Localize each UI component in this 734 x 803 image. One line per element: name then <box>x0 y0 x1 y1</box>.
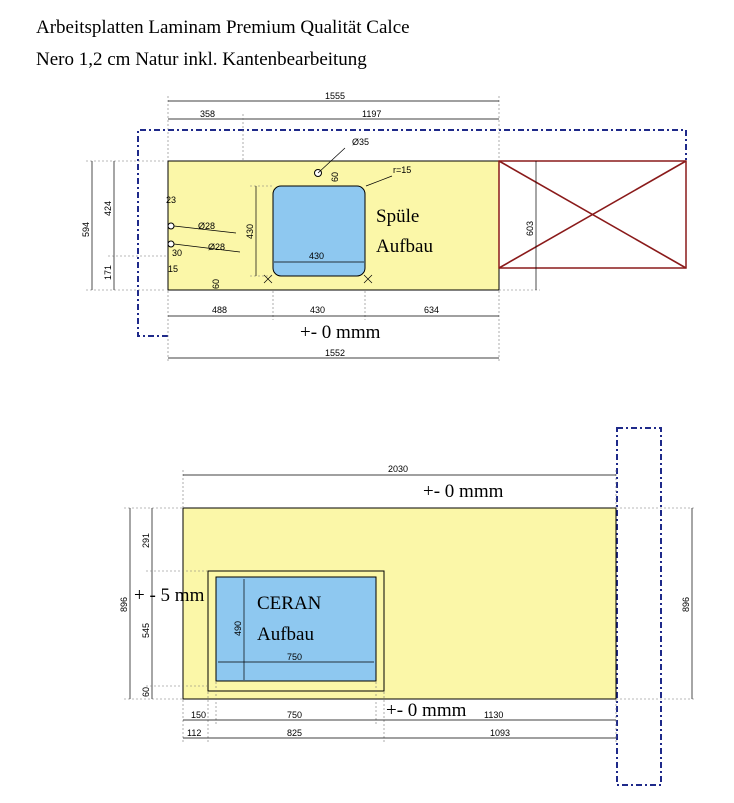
cooktop-frame <box>207 570 385 692</box>
top-tolerance: +- 0 mmm <box>300 322 381 343</box>
leader-dia35 <box>317 147 346 174</box>
bottom-tolerance-top: +- 0 mmm <box>423 481 504 502</box>
dim-b-1130: 1130 <box>484 710 503 720</box>
sink-label-2: Aufbau <box>376 236 433 257</box>
dim-radius: r=15 <box>393 165 411 175</box>
dim-b-825: 825 <box>287 728 302 738</box>
leader-dia28-a <box>173 225 237 234</box>
sink-cutout <box>272 185 366 277</box>
dim-358: 358 <box>200 109 215 119</box>
dim-30: 30 <box>172 248 182 258</box>
dim-sink-height: 430 <box>245 224 255 239</box>
dim-60-top: 60 <box>330 172 340 182</box>
dim-430: 430 <box>310 305 325 315</box>
dim-b-112: 112 <box>187 728 201 738</box>
dim-1555: 1555 <box>325 91 345 101</box>
bottom-tolerance-bottom: +- 0 mmm <box>386 700 467 721</box>
hole-a <box>167 222 175 230</box>
title-line-1: Arbeitsplatten Laminam Premium Qualität … <box>36 17 410 38</box>
dim-b-1093: 1093 <box>490 728 510 738</box>
dim-545: 545 <box>141 623 151 638</box>
top-plate-outline <box>137 129 687 337</box>
leader-dia28-b <box>173 243 241 253</box>
sink-label-1: Spüle <box>376 206 419 227</box>
dim-424: 424 <box>103 201 113 216</box>
bottom-plate-group: 2030 +- 0 mmm 896 291 545 60 + - 5 mm 49… <box>119 427 696 786</box>
dim-dia35: Ø35 <box>352 137 369 147</box>
dim-cook-width-inner: 750 <box>287 652 302 662</box>
dim-1197: 1197 <box>362 109 381 119</box>
dim-b-150: 150 <box>191 710 206 720</box>
cooktop-cutout <box>215 576 377 682</box>
dim-23: 23 <box>166 195 176 205</box>
dim-171: 171 <box>103 265 113 280</box>
dim-dia28-a: Ø28 <box>198 221 215 231</box>
dim-634: 634 <box>424 305 439 315</box>
dim-594: 594 <box>81 222 91 237</box>
leader-radius <box>365 175 393 187</box>
dim-15: 15 <box>168 264 178 274</box>
cabinet-cross-2 <box>498 160 687 269</box>
title-line-2: Nero 1,2 cm Natur inkl. Kantenbearbeitun… <box>36 49 367 70</box>
dim-896-left: 896 <box>119 597 129 612</box>
dim-291: 291 <box>141 533 151 548</box>
cook-label-1: CERAN <box>257 593 322 614</box>
dim-cook-height: 490 <box>233 621 243 636</box>
top-plate-group: 1555 358 1197 Ø35 60 r=15 594 424 171 23… <box>81 91 687 362</box>
dim-60-bottom: 60 <box>211 279 221 289</box>
dim-b-750: 750 <box>287 710 302 720</box>
bottom-tolerance-left: + - 5 mm <box>134 585 205 606</box>
dim-1552: 1552 <box>325 348 345 358</box>
dim-896-right: 896 <box>681 597 691 612</box>
dim-488: 488 <box>212 305 227 315</box>
dim-dia28-b: Ø28 <box>208 242 225 252</box>
dim-60-left: 60 <box>141 687 151 697</box>
bottom-plate-outline <box>616 427 662 786</box>
cook-label-2: Aufbau <box>257 624 314 645</box>
dim-2030: 2030 <box>388 464 408 474</box>
corner-mark-right <box>363 274 373 284</box>
dim-603: 603 <box>525 221 535 236</box>
hole-b <box>167 240 175 248</box>
corner-mark-left <box>263 274 273 284</box>
dim-sink-width-inner: 430 <box>309 251 324 261</box>
